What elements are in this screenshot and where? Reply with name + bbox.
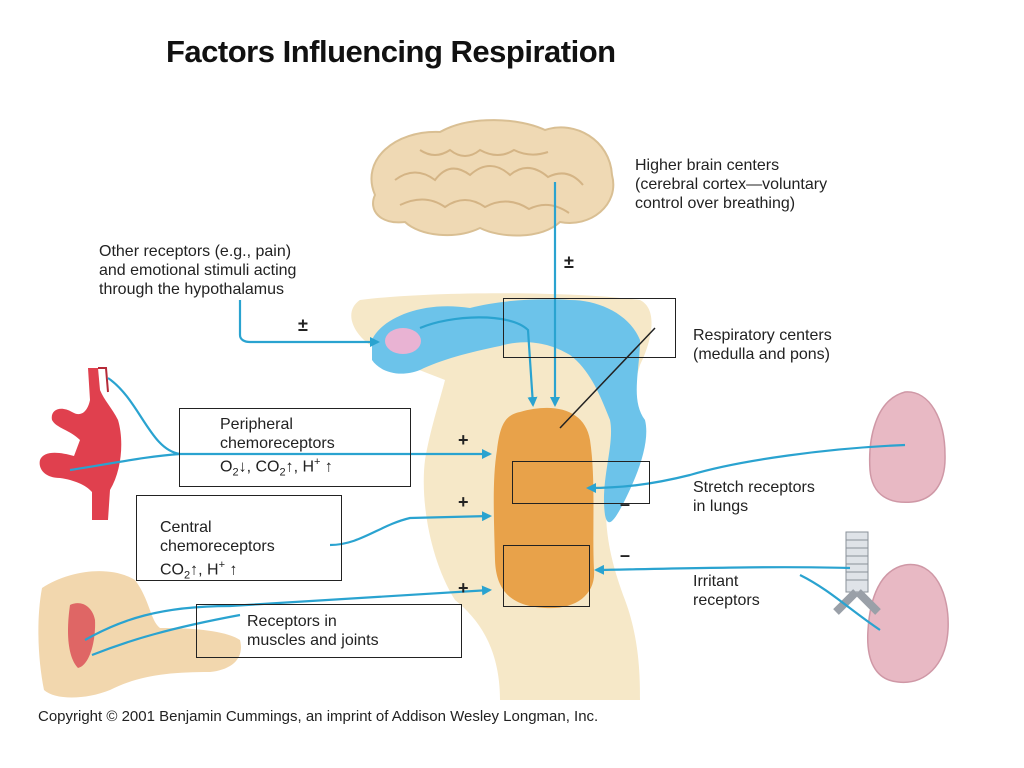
arm-illustration [38, 571, 241, 698]
brain-illustration [370, 119, 615, 237]
label-other-receptors-line1: Other receptors (e.g., pain) [99, 243, 292, 260]
sign-muscles: + [458, 578, 469, 598]
resp-centers-pointer [559, 327, 656, 429]
label-irritant: Irritant receptors [693, 572, 760, 610]
sign-stretch: – [620, 494, 631, 514]
medulla-pons [493, 407, 595, 609]
label-resp-centers-line2: (medulla and pons) [693, 346, 830, 363]
arrow-stretch [586, 443, 906, 493]
label-stretch-line2: in lungs [693, 498, 749, 515]
label-peripheral: Peripheral chemoreceptors O2↓, CO2↑, H+ … [220, 415, 335, 483]
lung-upper [868, 391, 946, 504]
copyright-text: Copyright © 2001 Benjamin Cummings, an i… [38, 708, 599, 725]
label-resp-centers: Respiratory centers (medulla and pons) [693, 326, 832, 364]
brainstem-ventricle [372, 299, 647, 523]
label-higher-brain: Higher brain centers (cerebral cortex—vo… [635, 156, 827, 213]
label-resp-centers-line1: Respiratory centers [693, 327, 832, 344]
box-stretch-target [512, 461, 650, 504]
label-central: Central chemoreceptors CO2↑, H+ ↑ [160, 518, 275, 586]
box-pons [503, 298, 676, 358]
label-peripheral-line2: chemoreceptors [220, 435, 335, 452]
label-higher-brain-line3: control over breathing) [635, 195, 796, 212]
arrow-irritant [594, 564, 851, 575]
arrow-central [329, 511, 492, 547]
hypothalamus [385, 328, 421, 354]
arrow-muscles [84, 585, 492, 641]
label-muscles-line1: Receptors in [247, 613, 337, 630]
arrow-hypothalamus-medulla [419, 316, 538, 407]
label-muscles-line2: muscles and joints [247, 632, 379, 649]
label-other-receptors: Other receptors (e.g., pain) and emotion… [99, 242, 296, 299]
page-title: Factors Influencing Respiration [166, 34, 616, 69]
label-irritant-line1: Irritant [693, 573, 739, 590]
label-other-receptors-line2: and emotional stimuli acting [99, 262, 297, 279]
box-muscles [196, 604, 462, 658]
trachea-illustration [833, 531, 881, 615]
label-peripheral-formula: O2↓, CO2↑, H+ ↑ [220, 456, 333, 479]
lung-lower [866, 563, 949, 683]
aorta-illustration [39, 367, 122, 520]
label-stretch-line1: Stretch receptors [693, 479, 815, 496]
label-central-line1: Central [160, 519, 212, 536]
sign-irritant: – [620, 545, 631, 565]
box-peripheral [179, 408, 411, 487]
label-peripheral-line1: Peripheral [220, 416, 293, 433]
box-irritant-target [503, 545, 590, 607]
label-higher-brain-line1: Higher brain centers [635, 157, 780, 174]
label-higher-brain-line2: (cerebral cortex—voluntary [635, 176, 828, 193]
arrow-other-receptors [238, 300, 380, 347]
label-irritant-line2: receptors [693, 592, 760, 609]
signal-arrows [69, 182, 906, 657]
label-central-formula: CO2↑, H+ ↑ [160, 559, 238, 582]
sign-hypothalamus: ± [298, 315, 308, 335]
label-stretch: Stretch receptors in lungs [693, 478, 815, 516]
label-central-line2: chemoreceptors [160, 538, 275, 555]
label-other-receptors-line3: through the hypothalamus [99, 281, 285, 298]
sign-central: + [458, 492, 469, 512]
sign-higher: ± [564, 252, 574, 272]
sign-peripheral: + [458, 430, 469, 450]
box-central [136, 495, 342, 581]
label-muscles: Receptors in muscles and joints [247, 612, 379, 650]
